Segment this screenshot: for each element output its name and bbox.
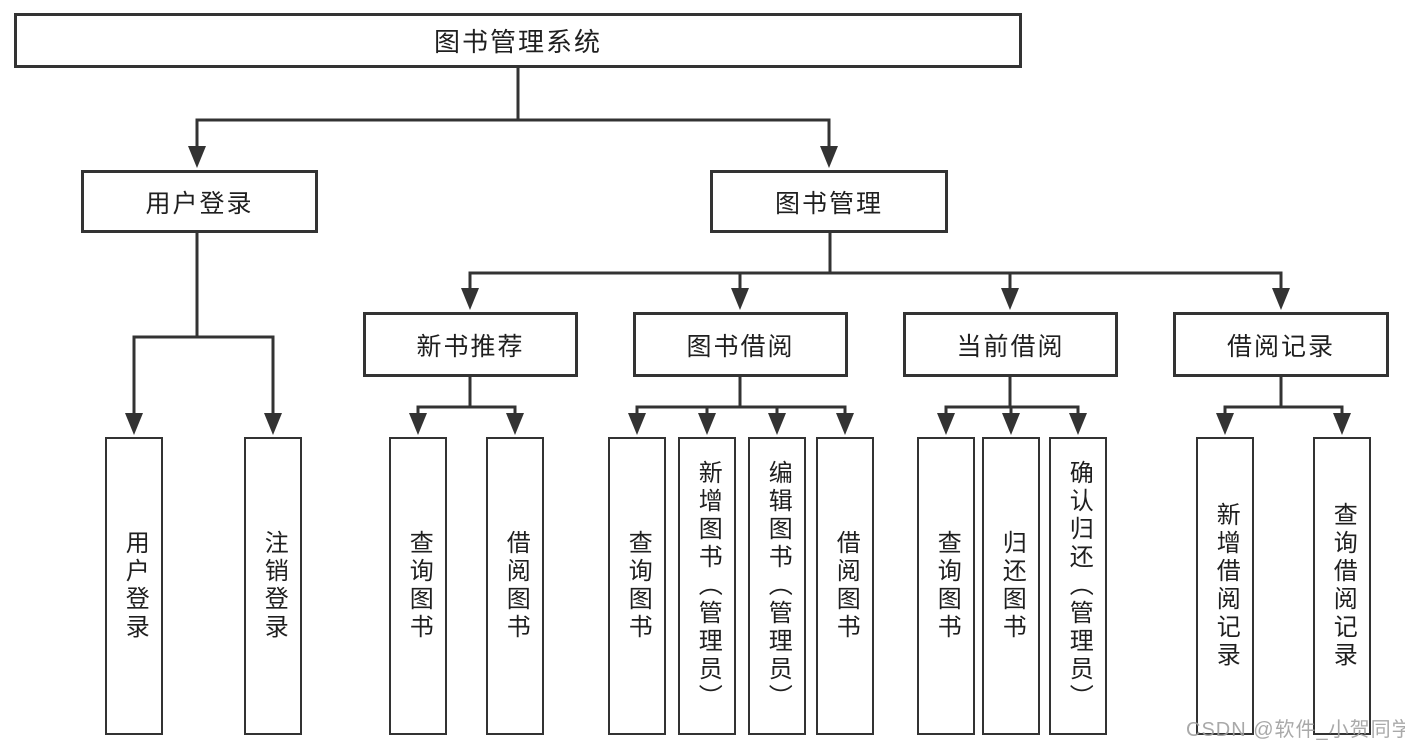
node-leaf-query-books-borrow: 查询图书 xyxy=(608,437,666,735)
arrowhead-down-icon xyxy=(461,288,479,310)
arrowhead-down-icon xyxy=(1333,413,1351,435)
node-leaf-borrow-books: 借阅图书 xyxy=(816,437,874,735)
connector-current-borrowing xyxy=(937,377,1087,435)
node-current-borrowing: 当前借阅 xyxy=(903,312,1118,377)
arrowhead-down-icon xyxy=(836,413,854,435)
node-label: 借阅图书 xyxy=(832,530,860,642)
arrowhead-down-icon xyxy=(188,146,206,168)
node-leaf-confirm-return-admin: 确认归还（管理员） xyxy=(1049,437,1107,735)
node-label: 归还图书 xyxy=(998,530,1026,642)
arrowhead-down-icon xyxy=(1069,413,1087,435)
node-leaf-edit-books-admin: 编辑图书（管理员） xyxy=(748,437,806,735)
node-leaf-logout: 注销登录 xyxy=(244,437,302,735)
node-leaf-return-books: 归还图书 xyxy=(982,437,1040,735)
node-leaf-user-login: 用户登录 xyxy=(105,437,163,735)
node-leaf-query-books-recommend: 查询图书 xyxy=(389,437,447,735)
node-label: 新书推荐 xyxy=(416,332,525,361)
arrowhead-down-icon xyxy=(820,146,838,168)
node-label: 查询图书 xyxy=(405,530,433,642)
node-label: 用户登录 xyxy=(121,530,149,642)
arrowhead-down-icon xyxy=(937,413,955,435)
node-label: 借阅图书 xyxy=(502,530,530,642)
node-label: 图书管理系统 xyxy=(433,27,602,57)
connector-book-borrowing xyxy=(628,377,854,435)
arrowhead-down-icon xyxy=(1272,288,1290,310)
node-leaf-query-borrow-record: 查询借阅记录 xyxy=(1313,437,1371,735)
arrowhead-down-icon xyxy=(731,288,749,310)
node-leaf-add-borrow-record: 新增借阅记录 xyxy=(1196,437,1254,735)
node-label: 用户登录 xyxy=(145,189,254,218)
arrowhead-down-icon xyxy=(768,413,786,435)
node-borrowing-records: 借阅记录 xyxy=(1173,312,1389,377)
node-leaf-add-books-admin: 新增图书（管理员） xyxy=(678,437,736,735)
node-user-login: 用户登录 xyxy=(81,170,318,233)
connector-root xyxy=(188,68,838,168)
node-label: 图书管理 xyxy=(774,189,883,218)
arrowhead-down-icon xyxy=(628,413,646,435)
connector-book-management xyxy=(461,233,1290,310)
node-label: 当前借阅 xyxy=(956,332,1065,361)
node-label: 编辑图书（管理员） xyxy=(764,460,792,712)
arrowhead-down-icon xyxy=(506,413,524,435)
node-label: 查询图书 xyxy=(933,530,961,642)
node-label: 新增图书（管理员） xyxy=(694,460,722,712)
connector-borrowing-records xyxy=(1216,377,1351,435)
node-label: 借阅记录 xyxy=(1226,332,1335,361)
node-label: 注销登录 xyxy=(260,530,288,642)
node-label: 新增借阅记录 xyxy=(1212,502,1240,670)
arrowhead-down-icon xyxy=(409,413,427,435)
arrowhead-down-icon xyxy=(1002,413,1020,435)
node-leaf-query-books-current: 查询图书 xyxy=(917,437,975,735)
arrowhead-down-icon xyxy=(125,413,143,435)
arrowhead-down-icon xyxy=(1001,288,1019,310)
arrowhead-down-icon xyxy=(264,413,282,435)
arrowhead-down-icon xyxy=(1216,413,1234,435)
node-label: 查询借阅记录 xyxy=(1329,502,1357,670)
node-leaf-borrow-books-recommend: 借阅图书 xyxy=(486,437,544,735)
connector-user-login xyxy=(125,233,282,435)
node-book-borrowing: 图书借阅 xyxy=(633,312,848,377)
watermark: CSDN @软件_小贺同学 xyxy=(1186,719,1405,741)
arrowhead-down-icon xyxy=(698,413,716,435)
connector-new-book-recommendation xyxy=(409,377,524,435)
node-label: 图书借阅 xyxy=(686,332,795,361)
node-library-system: 图书管理系统 xyxy=(14,13,1022,68)
node-book-management: 图书管理 xyxy=(710,170,948,233)
node-label: 确认归还（管理员） xyxy=(1065,460,1093,712)
node-label: 查询图书 xyxy=(624,530,652,642)
node-new-book-recommendation: 新书推荐 xyxy=(363,312,578,377)
